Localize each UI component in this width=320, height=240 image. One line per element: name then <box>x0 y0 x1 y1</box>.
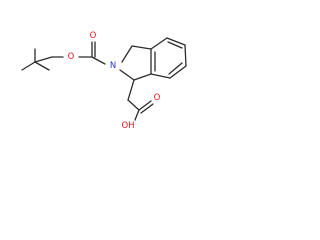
hydroxyl-label: OH <box>121 121 134 131</box>
bond-benz-1 <box>150 37 168 50</box>
benzene-ring <box>150 37 187 79</box>
bond-acid-double-1 <box>138 100 152 111</box>
oxygen-acid-label: O <box>154 93 161 103</box>
bond-benz-3 <box>184 44 187 67</box>
bond-acid-double-2 <box>140 103 154 114</box>
bond-n-ch2 <box>121 45 133 63</box>
bond-ar-ch <box>133 73 152 81</box>
tert-butyl-group <box>21 48 53 71</box>
bond-tbu-right <box>34 56 53 63</box>
oxygen-ester-label: O <box>68 52 75 62</box>
bond-c-oh <box>134 109 140 121</box>
bond-ch2-ar <box>131 45 152 50</box>
nitrogen-label: N <box>110 61 116 71</box>
bond-ch2-cooh <box>127 99 140 111</box>
isoindoline-five-ring <box>119 45 152 81</box>
bond-benz-5 <box>150 73 171 79</box>
bond-benz-4 <box>169 65 187 79</box>
bond-carbonyl-n <box>91 56 106 65</box>
bond-benz-2 <box>166 37 186 46</box>
bond-benz-inner-3 <box>168 62 183 75</box>
molecule-structure: O O N O OH <box>21 31 187 131</box>
bond-ch-ch2 <box>127 79 135 101</box>
oxygen-carbonyl-label: O <box>90 31 97 41</box>
bond-benz-inner-2 <box>167 41 183 49</box>
bond-ch-n <box>119 69 135 81</box>
bond-tbu-left <box>21 61 36 71</box>
bond-tbu-down <box>34 61 50 71</box>
